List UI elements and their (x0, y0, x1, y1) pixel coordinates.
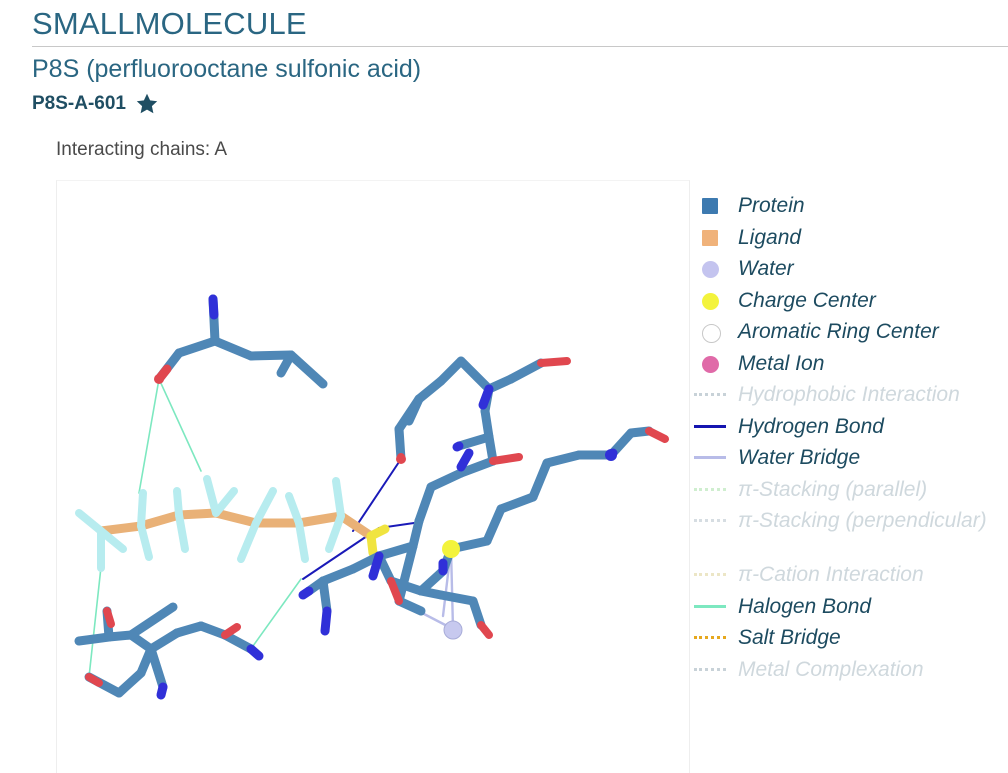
ligand-name: P8S (perfluorooctane sulfonic acid) (32, 55, 422, 83)
legend-label: Hydrogen Bond (738, 414, 884, 438)
legend-item-cation-interaction: π-Cation Interaction (694, 559, 1004, 591)
legend-line-marker (694, 424, 726, 428)
legend-line-marker (694, 519, 726, 522)
legend-label: Protein (738, 194, 805, 217)
ligand-sulfonate (366, 524, 390, 558)
legend-item-metal-ion: Metal Ion (694, 348, 1004, 380)
legend-item-halogen-bond: Halogen Bond (694, 591, 1004, 623)
legend-line-marker (694, 573, 726, 576)
legend-label: Aromatic Ring Center (738, 320, 939, 343)
interacting-chains-label: Interacting chains: A (56, 139, 228, 160)
legend-line-marker (694, 604, 726, 608)
halogen-bonds (88, 378, 302, 678)
section-title: SMALLMOLECULE (32, 6, 307, 41)
structure-3d-viewer[interactable] (56, 180, 690, 773)
legend-circle-marker (702, 355, 719, 373)
legend-label: Water (738, 257, 794, 280)
legend-label: Metal Complexation (738, 657, 924, 681)
star-icon[interactable] (134, 92, 160, 116)
legend-label: Salt Bridge (738, 626, 841, 649)
legend-item-hydrophobic-interaction: Hydrophobic Interaction (694, 379, 1004, 411)
legend-label: Water Bridge (738, 446, 861, 469)
section-divider (32, 46, 1008, 47)
ligand-id: P8S-A-601 (32, 93, 126, 114)
legend-item-metal-complexation: Metal Complexation (694, 654, 1004, 686)
legend-label: π-Stacking (parallel) (738, 477, 928, 501)
legend-square-marker (702, 198, 718, 214)
charge-center (442, 540, 460, 558)
protein-backbone-right (304, 356, 654, 630)
legend-line-marker (694, 487, 726, 491)
legend-item-aromatic-ring-center: Aromatic Ring Center (694, 316, 1004, 348)
legend-label: Charge Center (738, 288, 876, 312)
legend-square-marker (702, 229, 718, 246)
legend-item-protein: Protein (694, 190, 1004, 222)
legend-item-salt-bridge: Salt Bridge (694, 622, 1004, 654)
legend-circle-marker (702, 261, 719, 278)
ligand-fluorines (75, 475, 345, 572)
legend-item-stacking-perpendicular: π-Stacking (perpendicular) (694, 505, 1004, 559)
legend-item-water: Water (694, 253, 1004, 285)
legend-label: π-Stacking (perpendicular) (738, 509, 987, 532)
legend-item-hydrogen-bond: Hydrogen Bond (694, 411, 1004, 443)
legend-line-marker (694, 636, 726, 639)
legend-line-marker (694, 393, 726, 396)
protein-residue-bottom-left (74, 602, 256, 698)
legend-item-ligand: Ligand (694, 222, 1004, 254)
legend-label: Metal Ion (738, 351, 825, 375)
legend-item-charge-center: Charge Center (694, 285, 1004, 317)
ligand-chain (96, 508, 376, 541)
legend-label: Ligand (738, 225, 802, 249)
water-molecule (443, 620, 463, 640)
legend-label: π-Cation Interaction (738, 563, 924, 586)
legend-item-water-bridge: Water Bridge (694, 442, 1004, 474)
legend-line-marker (694, 667, 726, 671)
ligand-id-row: P8S-A-601 (32, 92, 160, 116)
legend-label: Hydrophobic Interaction (738, 383, 960, 406)
legend-item-stacking-parallel: π-Stacking (parallel) (694, 474, 1004, 506)
legend-circle-marker (702, 324, 721, 343)
legend-line-marker (694, 456, 726, 459)
legend-circle-marker (702, 292, 719, 310)
protein-residue-top (154, 294, 328, 389)
legend-label: Halogen Bond (738, 594, 872, 618)
molecule-render (74, 294, 669, 700)
